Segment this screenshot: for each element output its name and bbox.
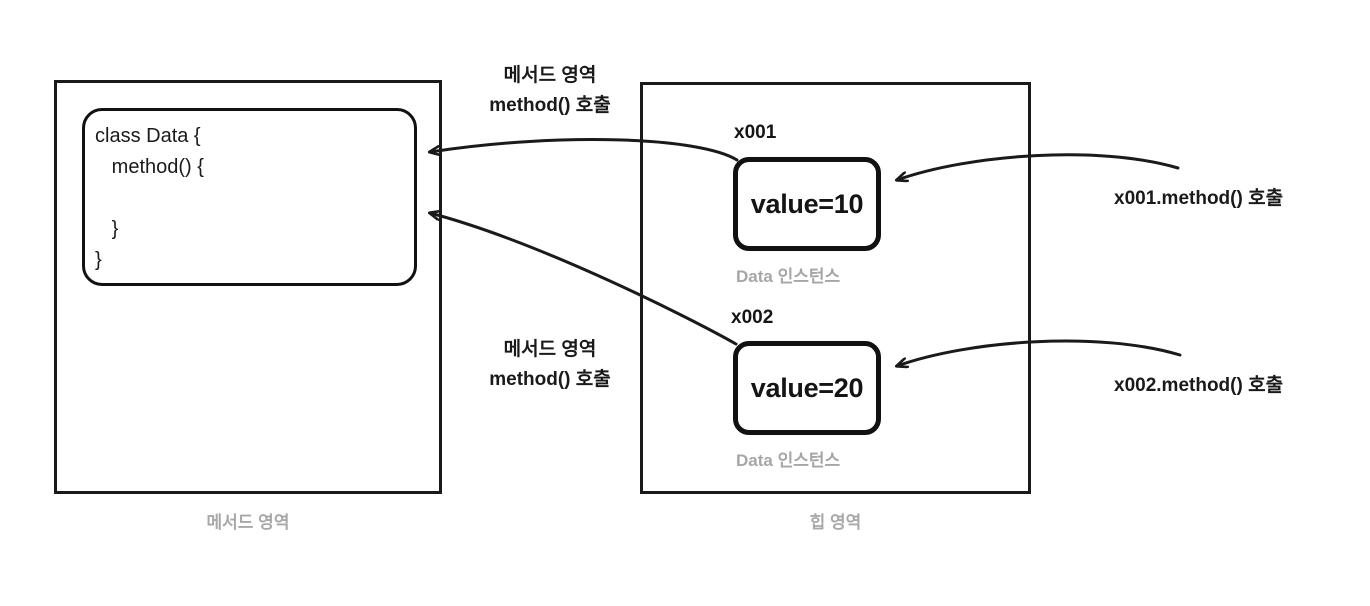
arrow-call-x002 xyxy=(897,339,1182,366)
method-area-region xyxy=(54,80,442,494)
heap-instance-box-x001: value=10 xyxy=(733,157,881,251)
instance-address-label-x001: x001 xyxy=(734,122,777,143)
call-label-method-area-bottom: 메서드 영역 method() 호출 xyxy=(489,339,611,390)
class-code-text: class Data { method() { } } xyxy=(95,125,204,271)
instance-address-label-x002: x002 xyxy=(731,307,774,328)
instance-value-x002: value=20 xyxy=(750,372,864,403)
arrow-call-x001 xyxy=(897,153,1180,180)
call-label-method-area-top: 메서드 영역 method() 호출 xyxy=(489,65,611,116)
external-call-label-x002: x002.method() 호출 xyxy=(1114,375,1284,396)
instance-caption-x001: Data 인스턴스 xyxy=(736,267,841,286)
instance-value-x001: value=10 xyxy=(750,188,864,219)
heap-area-caption: 힙 영역 xyxy=(809,513,862,532)
heap-instance-box-x002: value=20 xyxy=(733,341,881,435)
heap-area-region xyxy=(640,82,1031,494)
class-definition-box: class Data { method() { } } xyxy=(82,108,417,286)
instance-caption-x002: Data 인스턴스 xyxy=(736,451,841,470)
method-area-caption: 메서드 영역 xyxy=(206,513,290,532)
arrow-x001-to-method-area xyxy=(430,138,739,162)
external-call-label-x001: x001.method() 호출 xyxy=(1114,188,1284,209)
arrow-x002-to-method-area xyxy=(430,213,738,346)
